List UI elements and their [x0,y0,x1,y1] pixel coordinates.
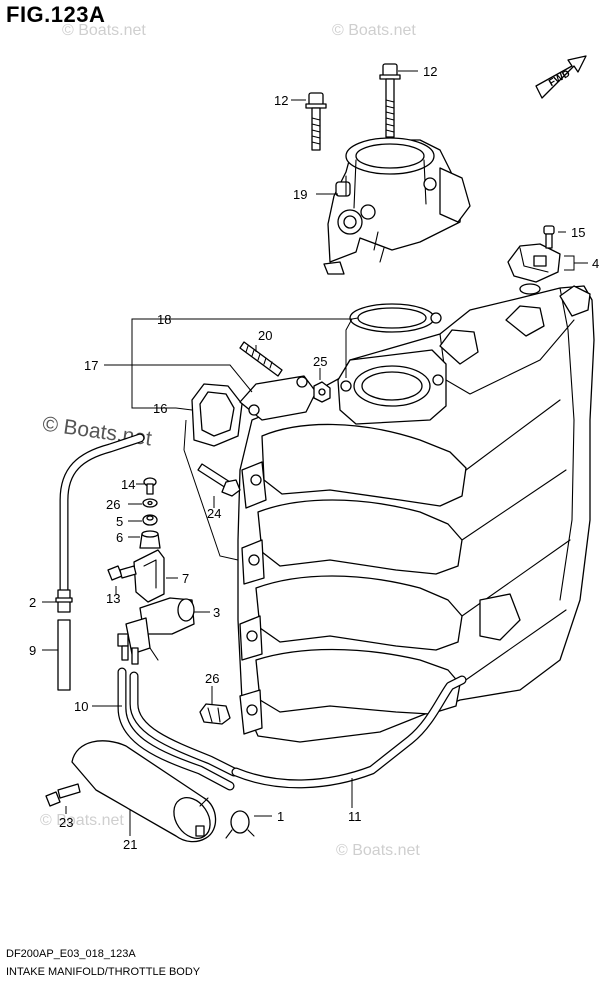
callout-22: 23 [59,815,73,830]
watermark: © Boats.net [332,22,416,39]
callout-9: 9 [29,643,36,658]
callout-26: 26 [205,671,219,686]
callout-25: 26 [106,497,120,512]
callout-18: 18 [157,312,171,327]
fwd-arrow: FWD [535,55,587,99]
diagram-code: DF200AP_E03_018_123A [6,948,136,960]
hose-11 [231,675,467,789]
hose-9 [57,619,71,691]
stud-21 [239,341,283,377]
callout-13: 13 [106,591,120,606]
callout-labels: 12 12 19 15 4 18 20 17 25 16 14 26 5 6 2… [29,64,599,852]
callout-4: 7 [182,571,189,586]
throttle-body [323,137,471,275]
bolt-12-right [379,63,401,138]
bolt-13 [107,565,137,581]
screw-14 [143,477,157,495]
sensor-5 [507,243,561,295]
gasket-18-throttle [349,303,442,333]
callout-5: 4 [592,256,599,271]
bolt-15 [543,225,555,249]
callout-1: 1 [277,809,284,824]
watermark: © Boats.net [40,812,124,829]
callout-12b: 12 [423,64,437,79]
callout-2: 2 [29,595,36,610]
bolt-12-left [305,92,327,151]
callout-6: 5 [116,514,123,529]
watermark: © Boats.net [336,842,420,859]
callout-14: 14 [121,477,135,492]
intake-manifold [237,285,595,743]
callout-19: 19 [293,187,307,202]
clip-26 [199,703,231,725]
bolt-23 [197,463,241,497]
callout-11: 11 [348,809,362,824]
fwd-label: FWD [547,68,572,89]
canister-20 [71,740,217,843]
grommet-6 [142,514,158,526]
hose-10 [117,667,239,791]
callout-3: 3 [213,605,220,620]
watermark: © Boats.net [62,22,146,39]
collar-7 [139,530,161,549]
washer-25 [142,498,158,508]
callout-7: 6 [116,530,123,545]
callout-17: 16 [153,401,167,416]
clamp-1 [225,810,255,839]
callout-21: 20 [258,328,272,343]
diagram-caption: INTAKE MANIFOLD/THROTTLE BODY [6,966,201,978]
bracket-4 [133,549,165,603]
valve-assembly [117,597,195,665]
fitting-2 [55,589,73,613]
callout-12a: 12 [274,93,288,108]
callout-23: 24 [207,506,221,521]
hose-upper [59,433,145,595]
leader-lines [42,70,588,836]
gasket-17 [191,383,243,447]
callout-24: 25 [313,354,327,369]
callout-15: 15 [571,225,585,240]
nut-24 [313,381,331,403]
callout-20: 21 [123,837,137,852]
callout-10: 10 [74,699,88,714]
figure-title: FIG.123A [6,2,106,27]
bolt-22 [45,783,81,807]
callout-16: 17 [84,358,98,373]
